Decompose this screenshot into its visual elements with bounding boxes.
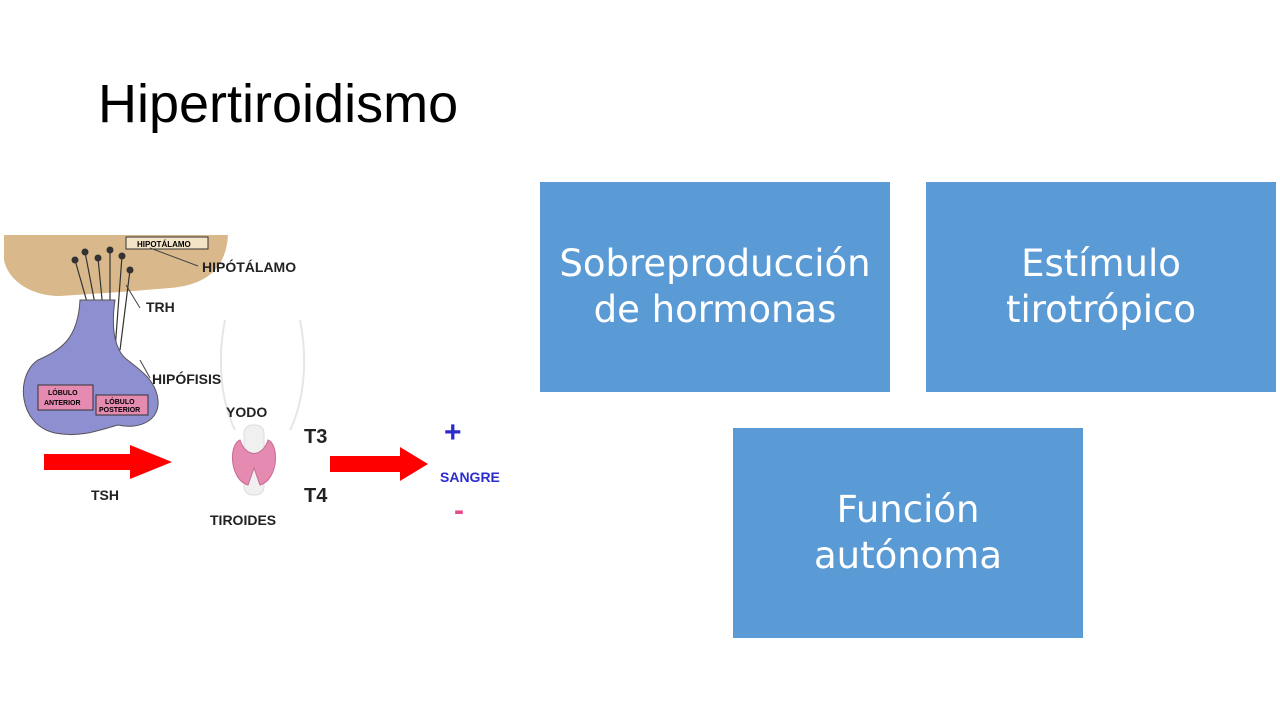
- tiroides-label: TIROIDES: [210, 512, 276, 528]
- plus-sign: +: [444, 416, 462, 449]
- box-funcion-autonoma: Función autónoma: [733, 428, 1083, 638]
- hormone-arrow: [330, 447, 428, 481]
- lobulo-posterior-label-1: LÓBULO: [105, 397, 135, 406]
- lobulo-posterior-label-2: POSTERIOR: [99, 407, 140, 414]
- box-funcion-label: Función autónoma: [813, 487, 1003, 577]
- trh-label: TRH: [146, 299, 175, 315]
- sangre-label: SANGRE: [440, 469, 500, 485]
- thyroid-icon: [231, 424, 277, 496]
- box-estimulo-tirotropico: Estímulo tirotrópico: [926, 182, 1276, 392]
- minus-sign: -: [454, 494, 464, 527]
- tsh-label: TSH: [91, 487, 119, 503]
- hipofisis-label: HIPÓFISIS: [152, 370, 221, 387]
- hypothalamus-shape: [4, 235, 228, 296]
- slide-title: Hipertiroidismo: [98, 74, 459, 134]
- lobulo-anterior-box: [37, 384, 94, 411]
- hipotalamo-tag-label: HIPOTÁLAMO: [137, 240, 191, 249]
- t4-label: T4: [304, 485, 328, 507]
- thyroid-axis-diagram: HIPOTÁLAMO LÓBULO ANTERIOR LÓBULO POSTER…: [4, 235, 500, 528]
- neck-outline: [219, 319, 306, 431]
- box-sobreproduccion: Sobreproducción de hormonas: [540, 182, 890, 392]
- label-pointer-lines: [125, 247, 199, 379]
- t3-label: T3: [304, 426, 327, 448]
- box-estimulo-label: Estímulo tirotrópico: [1005, 241, 1197, 331]
- lobulo-posterior-box: [95, 394, 149, 416]
- lobulo-anterior-label-2: ANTERIOR: [44, 400, 81, 407]
- lobulo-anterior-label-1: LÓBULO: [48, 388, 78, 397]
- hipotalamo-tag-box: [125, 236, 209, 250]
- hipotalamo-label: HIPÓTÁLAMO: [202, 258, 296, 275]
- tsh-arrow: [44, 445, 172, 479]
- yodo-label: YODO: [226, 404, 267, 420]
- box-sobreproduccion-label: Sobreproducción de hormonas: [559, 241, 871, 331]
